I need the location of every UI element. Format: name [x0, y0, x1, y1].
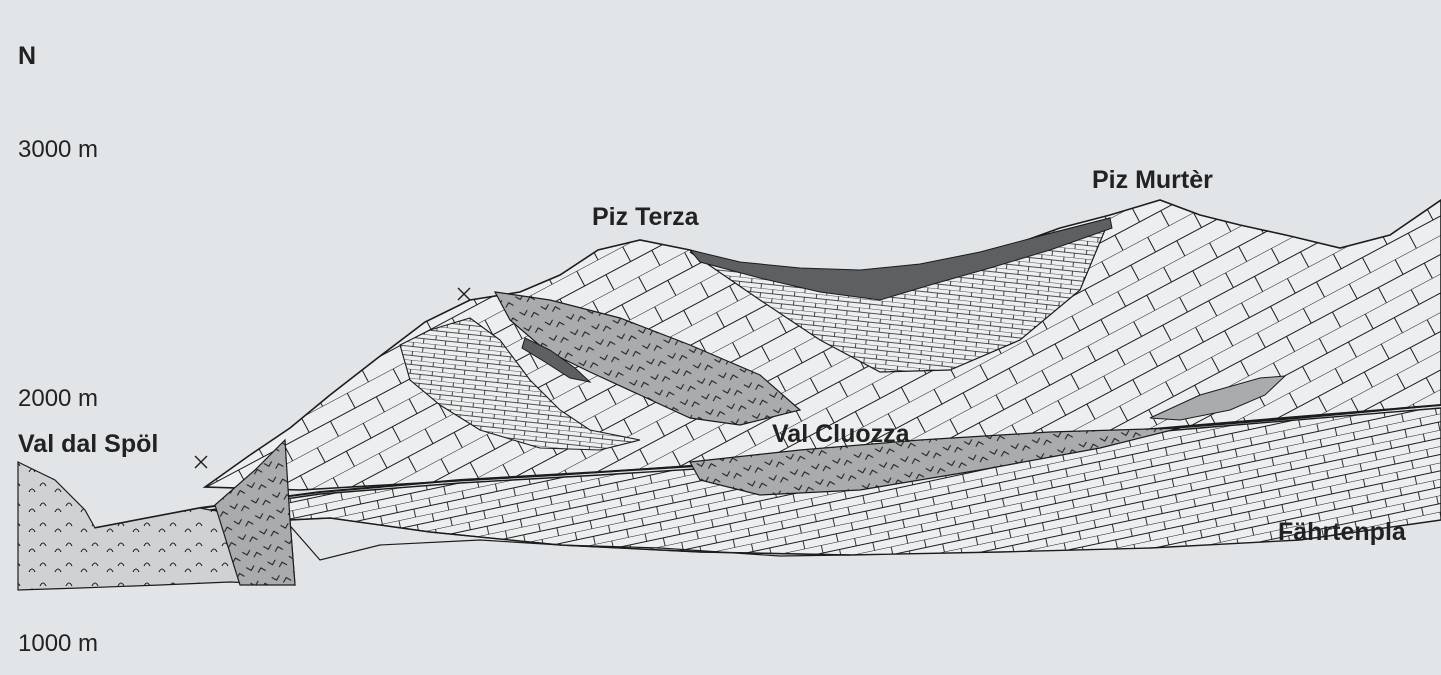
elevation-2000-label: 2000 m [18, 385, 98, 413]
place-label-piz-murter: Piz Murtèr [1092, 166, 1213, 195]
cross-marker-terza [458, 288, 470, 300]
place-label-piz-terza: Piz Terza [592, 203, 699, 232]
place-label-val-dal-spoel: Val dal Spöl [18, 430, 158, 459]
elevation-3000-label: 3000 m [18, 136, 98, 164]
cross-marker-spoel [195, 456, 207, 468]
place-label-val-cluozza: Val Cluozza [772, 420, 910, 449]
elevation-1000-label: 1000 m [18, 630, 98, 658]
place-label-faehrtenplatz: Fährtenpla [1278, 518, 1406, 547]
north-label: N [18, 42, 36, 71]
